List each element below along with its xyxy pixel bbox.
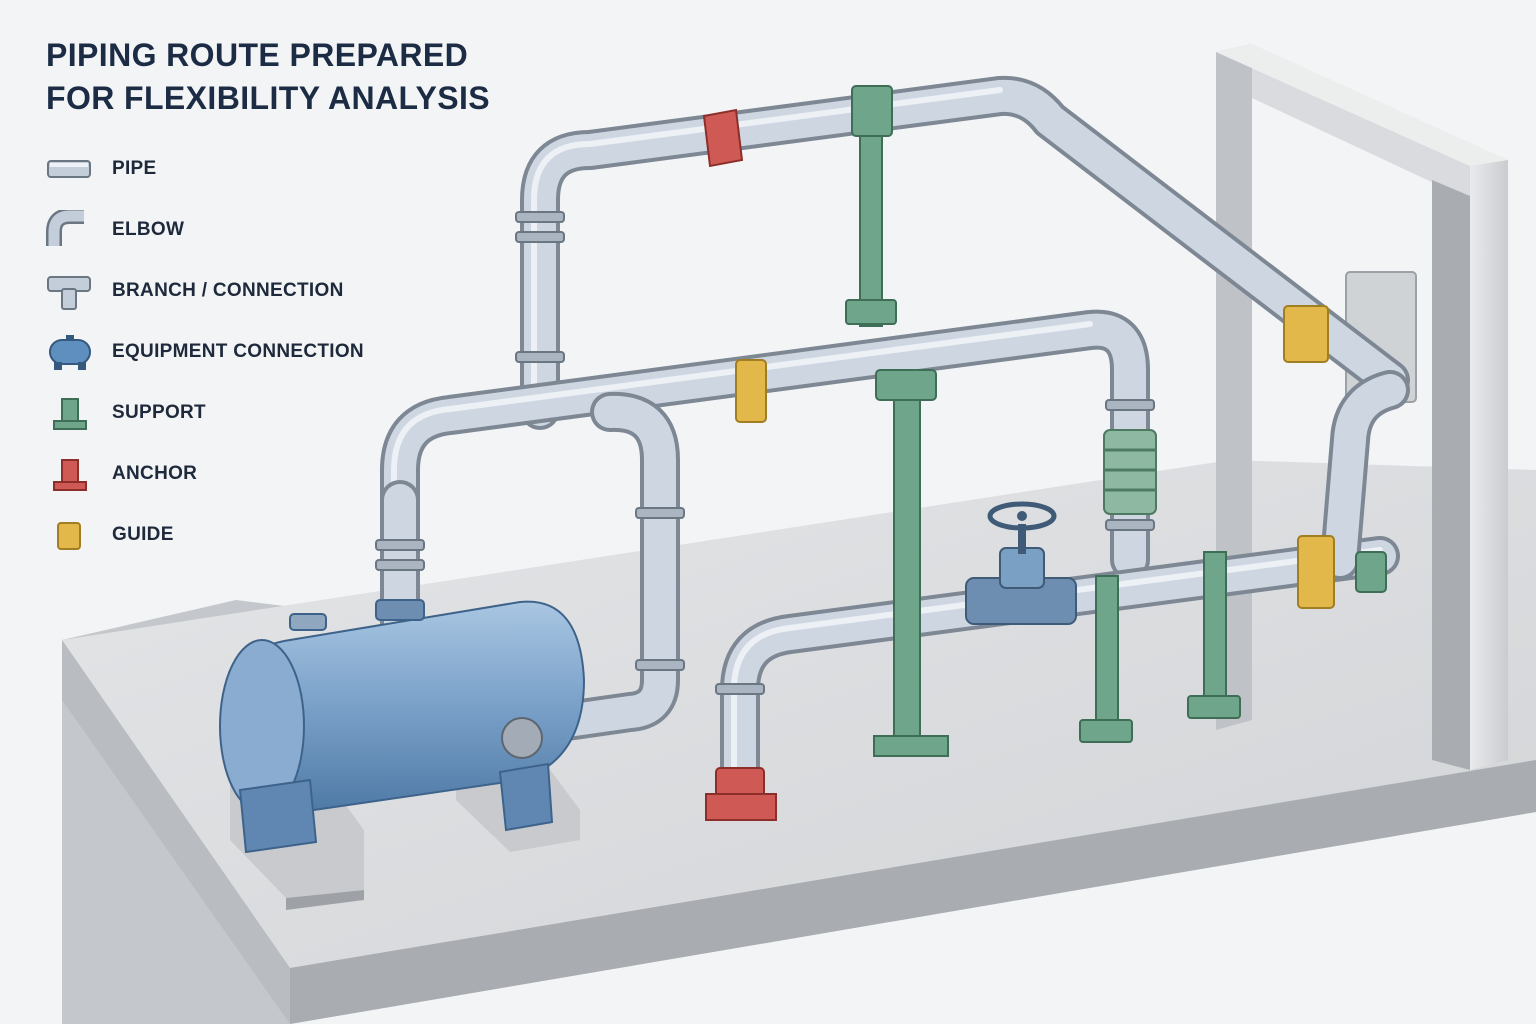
legend-label-elbow: ELBOW	[112, 218, 185, 240]
legend-label-branch: BRANCH / CONNECTION	[112, 279, 344, 301]
guide-icon	[57, 521, 81, 550]
legend-item-guide: GUIDE	[44, 504, 404, 565]
tee-icon	[47, 275, 91, 310]
vessel-icon	[49, 334, 91, 370]
support-icon	[53, 397, 87, 430]
diagram-title: PIPING ROUTE PREPARED FOR FLEXIBILITY AN…	[46, 34, 566, 120]
title-line-1: PIPING ROUTE PREPARED	[46, 37, 469, 73]
gate-valve	[965, 501, 1077, 625]
legend: PIPE ELBOW BRANCH / CONNECTION EQUIPMENT…	[44, 138, 404, 565]
support-mid	[893, 379, 921, 741]
anchors	[702, 108, 777, 821]
guide-wall	[1283, 305, 1329, 363]
title-line-2: FOR FLEXIBILITY ANALYSIS	[46, 80, 491, 116]
guide-middle	[735, 359, 767, 423]
legend-item-anchor: ANCHOR	[44, 443, 404, 504]
guides	[735, 305, 1335, 609]
pipe-supports	[845, 85, 1387, 757]
support-lower-2	[1203, 551, 1227, 703]
elbow-icon	[46, 209, 84, 246]
anchor-upper	[702, 108, 744, 168]
legend-item-elbow: ELBOW	[44, 199, 404, 260]
legend-label-pipe: PIPE	[112, 157, 157, 179]
legend-item-equipment: EQUIPMENT CONNECTION	[44, 321, 404, 382]
expansion-joint	[1103, 429, 1157, 515]
pressure-vessel	[219, 599, 586, 854]
anchor-icon	[53, 458, 87, 491]
support-lower-1	[1095, 575, 1119, 727]
legend-item-pipe: PIPE	[44, 138, 404, 199]
guide-lower	[1297, 535, 1335, 609]
pipe-icon	[47, 159, 91, 178]
legend-item-branch: BRANCH / CONNECTION	[44, 260, 404, 321]
legend-label-support: SUPPORT	[112, 401, 206, 423]
legend-item-support: SUPPORT	[44, 382, 404, 443]
flanges	[375, 211, 1155, 695]
legend-label-anchor: ANCHOR	[112, 462, 198, 484]
legend-label-guide: GUIDE	[112, 523, 174, 545]
legend-label-equipment: EQUIPMENT CONNECTION	[112, 340, 364, 362]
